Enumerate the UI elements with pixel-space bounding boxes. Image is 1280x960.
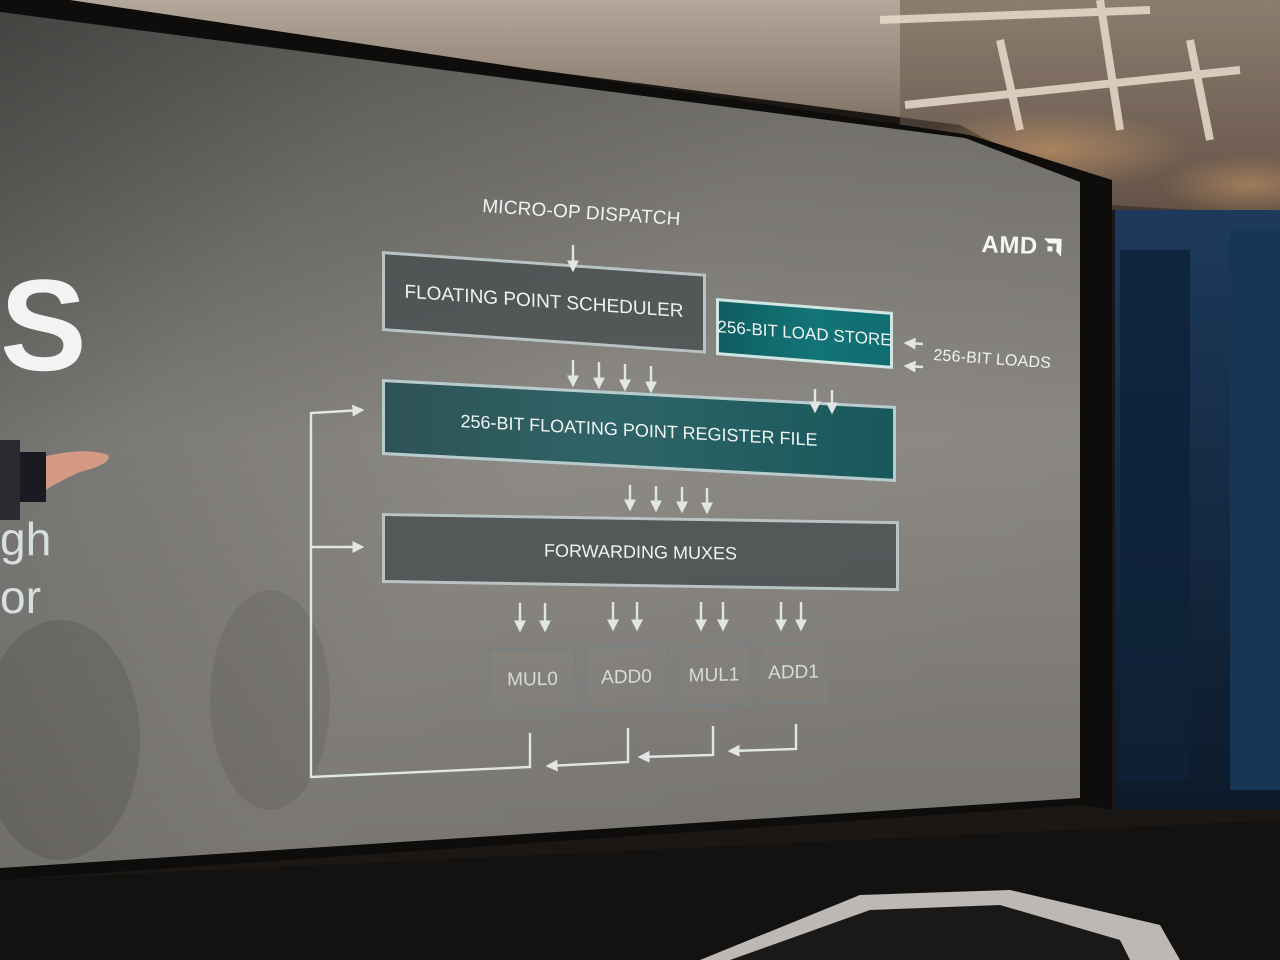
unit-mul1-label: MUL1 bbox=[688, 663, 740, 687]
unit-add1: ADD1 bbox=[759, 641, 828, 705]
unit-mul1: MUL1 bbox=[676, 643, 752, 708]
amd-logo: AMD bbox=[981, 231, 1062, 262]
forwarding-muxes-block: FORWARDING MUXES bbox=[382, 513, 899, 592]
load-store-label: 256-BIT LOAD STORE bbox=[717, 316, 892, 350]
slide-title-fragment: S bbox=[0, 252, 87, 398]
amd-logo-text: AMD bbox=[981, 231, 1039, 260]
slide-text-fragment-2: or bbox=[0, 571, 42, 623]
unit-add0: ADD0 bbox=[584, 643, 669, 712]
register-file-label: 256-BIT FLOATING POINT REGISTER FILE bbox=[460, 410, 818, 450]
unit-mul0: MUL0 bbox=[488, 646, 577, 714]
forwarding-muxes-label: FORWARDING MUXES bbox=[543, 540, 737, 564]
amd-arrow-icon bbox=[1043, 238, 1062, 257]
fp-scheduler-label: FLOATING POINT SCHEDULER bbox=[404, 281, 684, 323]
unit-add0-label: ADD0 bbox=[601, 666, 652, 689]
slide-text-fragment-1: gh bbox=[0, 513, 52, 565]
unit-add1-label: ADD1 bbox=[768, 661, 819, 684]
unit-mul0-label: MUL0 bbox=[507, 668, 558, 691]
